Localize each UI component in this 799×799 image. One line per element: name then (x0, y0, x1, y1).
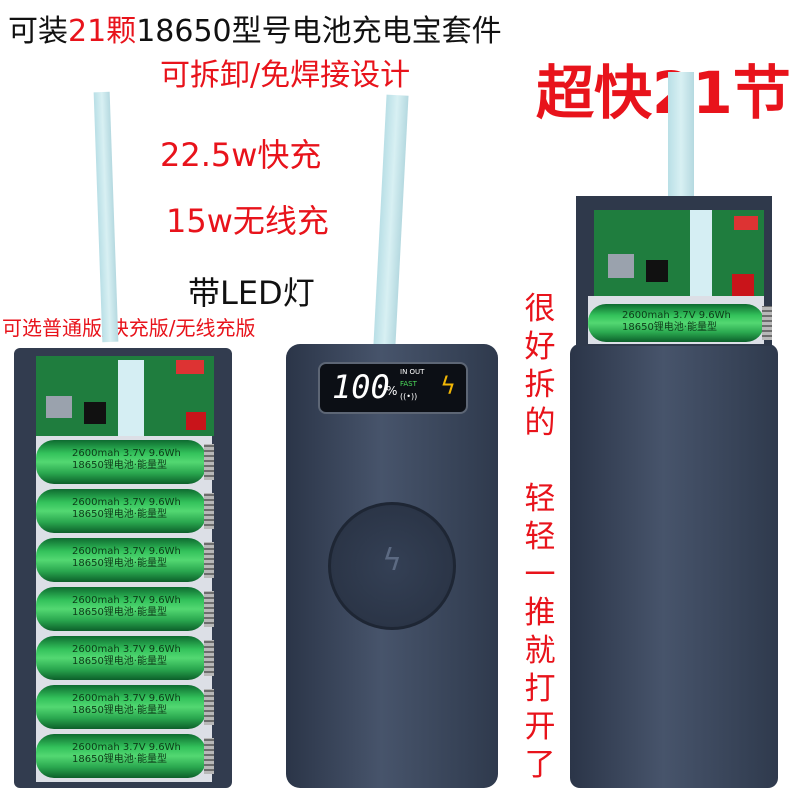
version-options: 可选普通版/快充版/无线充版 (2, 316, 256, 340)
vertical-char: 好 (524, 329, 556, 365)
battery-spring (204, 542, 214, 578)
battery-spec: 2600mah 3.7V 9.6Wh (72, 644, 181, 655)
title-part-b: 21颗 (68, 14, 137, 49)
battery-model: 18650锂电池·能量型 (72, 607, 167, 618)
inductor-chip (46, 396, 72, 418)
vertical-char: 推 (524, 595, 556, 631)
battery-spec: 2600mah 3.7V 9.6Wh (622, 310, 731, 321)
outer-shell (570, 344, 778, 788)
vertical-char: 打 (524, 671, 556, 707)
battery-spring (204, 591, 214, 627)
battery-spec: 2600mah 3.7V 9.6Wh (72, 742, 181, 753)
battery-spring (204, 640, 214, 676)
pull-strap-left-top (93, 91, 119, 343)
battery-spring (204, 493, 214, 529)
subtitle: 可拆卸/免焊接设计 (160, 58, 411, 93)
strap-over-board (118, 360, 144, 440)
red-capacitor (732, 274, 754, 296)
display-in-out: IN OUT (400, 368, 425, 376)
ic-chip (84, 402, 106, 424)
battery-model: 18650锂电池·能量型 (72, 558, 167, 569)
battery-model: 18650锂电池·能量型 (72, 656, 167, 667)
battery-model: 18650锂电池·能量型 (72, 754, 167, 765)
display-percent: % (386, 384, 398, 398)
vertical-char: 开 (524, 709, 556, 745)
battery-spec: 2600mah 3.7V 9.6Wh (72, 546, 181, 557)
battery-spec: 2600mah 3.7V 9.6Wh (72, 693, 181, 704)
lightning-icon: ϟ (440, 372, 456, 400)
battery-model: 18650锂电池·能量型 (72, 460, 167, 471)
vertical-char: 很 (524, 291, 556, 327)
vertical-caption: 很 好 拆 的 轻 轻 一 推 就 打 开 了 (520, 290, 560, 784)
red-capacitor (186, 412, 206, 430)
battery-spring (204, 738, 214, 774)
usb-port-red (176, 360, 204, 374)
battery-spring (204, 444, 214, 480)
vertical-char: 拆 (524, 367, 556, 403)
feature-fast-charge: 22.5w快充 (160, 136, 322, 174)
ic-chip (646, 260, 668, 282)
vertical-char: 轻 (524, 519, 556, 555)
power-bank-closed: 100 % IN OUT FAST ((•)) ϟ ϟ (286, 344, 498, 788)
feature-wireless: 15w无线充 (166, 202, 329, 240)
vertical-char: 就 (524, 633, 556, 669)
battery-spec: 2600mah 3.7V 9.6Wh (72, 448, 181, 459)
usb-port-red (734, 216, 758, 230)
vertical-gap (520, 442, 560, 480)
vertical-char: 的 (524, 405, 556, 441)
led-display: 100 % IN OUT FAST ((•)) ϟ (318, 362, 468, 414)
battery-model: 18650锂电池·能量型 (72, 509, 167, 520)
battery-spring (204, 689, 214, 725)
feature-led: 带LED灯 (188, 274, 315, 312)
battery-spring (762, 306, 772, 340)
product-title: 可装21颗18650型号电池充电宝套件 (8, 6, 502, 50)
circuit-board (36, 356, 214, 440)
vertical-char: 轻 (524, 481, 556, 517)
battery-model: 18650锂电池·能量型 (622, 322, 717, 333)
inductor-chip (608, 254, 634, 278)
battery-spec: 2600mah 3.7V 9.6Wh (72, 595, 181, 606)
display-fast: FAST (400, 380, 417, 388)
title-part-c: 18650型号电池充电宝套件 (136, 14, 502, 49)
battery-label: 2600mah 3.7V 9.6Wh 18650锂电池·能量型 (622, 310, 731, 334)
headline: 超快21节 (536, 59, 791, 127)
battery-spec: 2600mah 3.7V 9.6Wh (72, 497, 181, 508)
vertical-char: 了 (524, 747, 556, 783)
power-bank-sliding: 2600mah 3.7V 9.6Wh 18650锂电池·能量型 (570, 196, 778, 788)
strap-over-board (690, 210, 712, 296)
pull-strap-middle (373, 94, 409, 346)
wireless-lightning-icon: ϟ (382, 543, 402, 578)
wireless-indicator-icon: ((•)) (400, 392, 418, 401)
vertical-char: 一 (524, 557, 556, 593)
battery-model: 18650锂电池·能量型 (72, 705, 167, 716)
battery-cell: 2600mah 3.7V 9.6Wh 18650锂电池·能量型 (588, 304, 764, 342)
display-reading: 100 (332, 368, 390, 406)
title-part-a: 可装 (8, 14, 68, 49)
circuit-board-right (594, 210, 764, 296)
wireless-charging-pad: ϟ (328, 502, 456, 630)
